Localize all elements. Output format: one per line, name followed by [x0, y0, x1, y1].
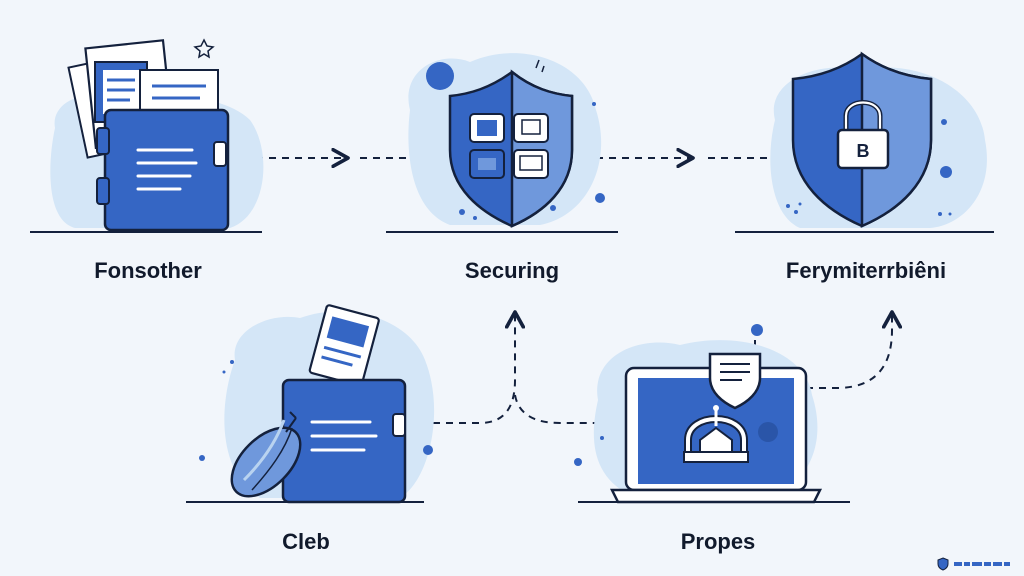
shield-logo-icon — [937, 557, 949, 571]
shield-lock-icon: B — [770, 51, 987, 228]
folder-bug-icon — [199, 304, 435, 504]
node-label-securing: Securing — [464, 258, 560, 283]
connector-cleb-to-securing — [420, 312, 615, 424]
watermark — [936, 556, 1016, 572]
svg-text:B: B — [857, 141, 870, 161]
watermark-mark — [954, 562, 1010, 566]
folder-documents-icon — [50, 38, 264, 232]
node-label-ferymiterrbieni: Ferymiterrbiêni — [785, 258, 947, 283]
node-label-cleb: Cleb — [282, 529, 330, 554]
connector-propes-to-shield-lock — [806, 312, 892, 389]
shield-grid-icon — [408, 53, 605, 228]
node-label-fonsother: Fonsother — [94, 258, 202, 283]
node-label-propes: Propes — [680, 529, 756, 554]
laptop-lock-icon — [574, 324, 823, 504]
